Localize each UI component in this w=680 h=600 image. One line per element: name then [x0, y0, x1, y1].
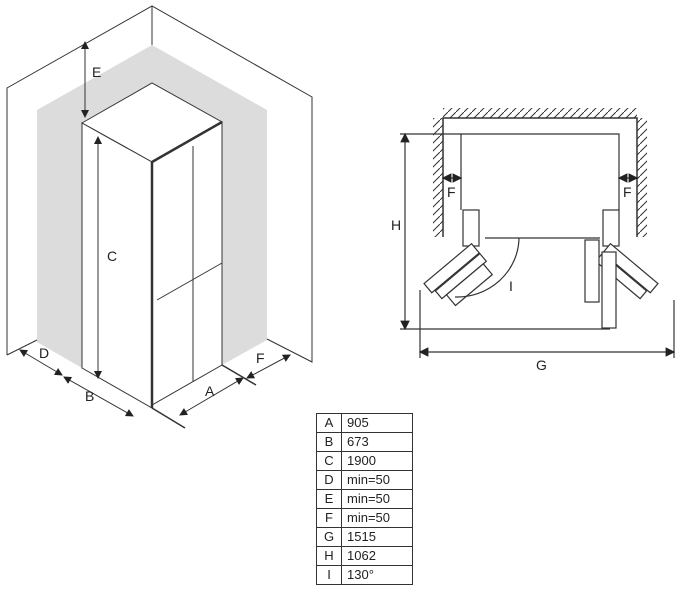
label-e: E: [92, 64, 102, 80]
dim-value: 905: [341, 413, 413, 433]
label-f-right: F: [623, 184, 632, 200]
label-f-left-view: F: [256, 350, 265, 366]
label-b: B: [85, 388, 95, 404]
dim-value: min=50: [341, 470, 413, 490]
dim-value: 1062: [341, 546, 413, 566]
dim-value: 130°: [341, 565, 413, 585]
dim-value: 1515: [341, 527, 413, 547]
dim-key: B: [316, 432, 342, 452]
label-i: I: [509, 278, 513, 294]
dim-value: 1900: [341, 451, 413, 471]
label-a: A: [205, 383, 215, 399]
dim-key: F: [316, 508, 342, 528]
dim-key: A: [316, 413, 342, 433]
label-h: H: [391, 217, 402, 233]
dim-value: min=50: [341, 508, 413, 528]
dim-value: 673: [341, 432, 413, 452]
dim-key: E: [316, 489, 342, 509]
isometric-view: [6, 5, 313, 429]
wall-outline: [6, 5, 313, 363]
label-d: D: [39, 345, 50, 361]
dim-key: C: [316, 451, 342, 471]
label-c: C: [107, 248, 118, 264]
dim-key: I: [316, 565, 342, 585]
top-view: [400, 108, 676, 358]
fridge-side: [81, 122, 153, 409]
left-door: [423, 242, 494, 307]
fridge-body: [460, 133, 620, 210]
label-f-left: F: [447, 184, 456, 200]
dim-key: H: [316, 546, 342, 566]
dim-value: min=50: [341, 489, 413, 509]
dim-key: D: [316, 470, 342, 490]
fridge-front: [151, 121, 223, 406]
label-g: G: [536, 357, 547, 373]
dim-key: G: [316, 527, 342, 547]
angle-arc: [454, 237, 520, 298]
